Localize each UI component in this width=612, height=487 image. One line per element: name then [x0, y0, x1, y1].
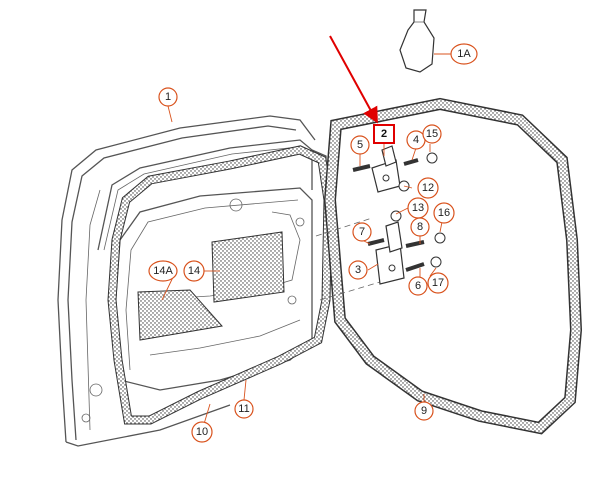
callout-5: 5	[350, 135, 370, 155]
callout-9: 9	[414, 401, 434, 421]
callout-1: 1	[158, 87, 178, 107]
callout-14: 14	[183, 260, 205, 282]
svg-text:15: 15	[426, 128, 438, 140]
callout-3: 3	[348, 260, 368, 280]
door-seal-10	[107, 145, 333, 425]
svg-text:16: 16	[438, 207, 450, 219]
svg-text:14A: 14A	[153, 265, 173, 277]
callout-4: 4	[406, 130, 426, 150]
highlight-arrow	[329, 35, 378, 124]
parts-bag-icon	[399, 9, 435, 73]
callout-8: 8	[410, 217, 430, 237]
svg-text:10: 10	[196, 426, 208, 438]
svg-text:13: 13	[412, 202, 424, 214]
svg-text:17: 17	[432, 277, 444, 289]
callout-1a: 1A	[450, 43, 478, 65]
callout-12: 12	[417, 177, 439, 199]
sound-pad-14a	[137, 289, 223, 341]
body-seal-9	[323, 97, 583, 435]
callout-10: 10	[191, 421, 213, 443]
svg-text:9: 9	[421, 405, 427, 417]
callout-13: 13	[407, 197, 429, 219]
bolts	[352, 152, 446, 272]
svg-text:3: 3	[355, 264, 361, 276]
callout-14a: 14A	[148, 260, 178, 282]
upper-hinge	[371, 145, 401, 193]
svg-text:5: 5	[357, 139, 363, 151]
callout-11: 11	[234, 399, 254, 419]
svg-text:12: 12	[422, 182, 434, 194]
svg-text:1A: 1A	[457, 48, 471, 60]
svg-text:6: 6	[415, 280, 421, 292]
callout-7: 7	[352, 222, 372, 242]
callout-6: 6	[408, 276, 428, 296]
callout-15: 15	[422, 124, 442, 144]
svg-text:4: 4	[413, 134, 419, 146]
callout-16: 16	[433, 202, 455, 224]
sound-pad-14	[211, 231, 285, 303]
lower-hinge	[375, 221, 405, 285]
svg-text:2: 2	[381, 128, 387, 140]
callout-17: 17	[427, 272, 449, 294]
svg-text:7: 7	[359, 226, 365, 238]
leader-lines	[161, 53, 452, 425]
svg-text:14: 14	[188, 265, 200, 277]
svg-text:11: 11	[238, 403, 249, 415]
svg-text:1: 1	[165, 91, 171, 103]
svg-text:8: 8	[417, 221, 423, 233]
callout-2-highlighted: 2	[373, 124, 395, 144]
alignment-lines	[315, 217, 381, 301]
